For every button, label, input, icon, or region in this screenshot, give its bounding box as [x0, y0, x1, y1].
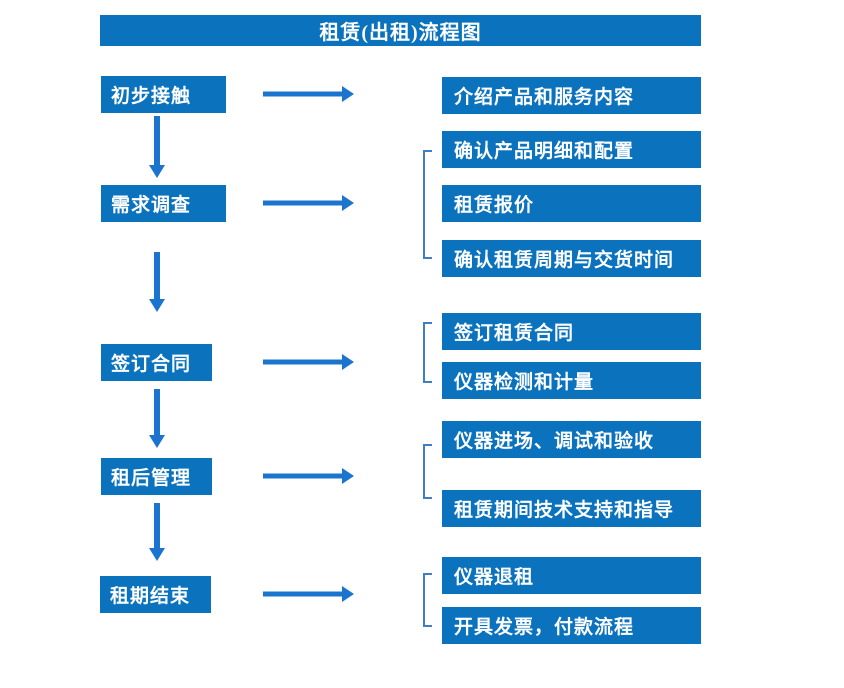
output-box-tech-support-guidance: 租赁期间技术支持和指导	[442, 490, 701, 527]
step-box-post-rental-mgmt: 租后管理	[101, 458, 212, 495]
right-arrow-stem	[263, 591, 342, 597]
right-arrow-stem	[263, 359, 342, 365]
down-arrow-1	[149, 116, 165, 178]
right-arrow-head-icon	[342, 86, 354, 102]
down-arrow-stem	[154, 252, 160, 299]
output-box-rental-quotation: 租赁报价	[442, 185, 701, 222]
down-arrow-head-icon	[149, 548, 165, 561]
group-bracket-sign-contract	[423, 322, 432, 383]
output-box-intro-products-services: 介绍产品和服务内容	[442, 77, 701, 114]
page-title: 租赁(出租)流程图	[100, 15, 701, 46]
right-arrow-stem	[263, 91, 342, 97]
down-arrow-stem	[154, 389, 160, 435]
right-arrow-head-icon	[342, 354, 354, 370]
right-arrow-head-icon	[342, 468, 354, 484]
right-arrow-head-icon	[342, 586, 354, 602]
down-arrow-3	[149, 389, 165, 448]
down-arrow-head-icon	[149, 299, 165, 312]
right-arrow-1	[263, 86, 354, 102]
output-box-sign-rental-contract: 签订租赁合同	[442, 313, 701, 350]
right-arrow-5	[263, 586, 354, 602]
output-box-confirm-period-delivery: 确认租赁周期与交货时间	[442, 240, 701, 277]
step-box-demand-survey: 需求调查	[101, 185, 226, 222]
right-arrow-stem	[263, 200, 342, 206]
output-box-instrument-return: 仪器退租	[442, 557, 701, 594]
step-box-rental-end: 租期结束	[100, 576, 211, 613]
down-arrow-stem	[154, 116, 160, 165]
right-arrow-4	[263, 468, 354, 484]
right-arrow-head-icon	[342, 195, 354, 211]
down-arrow-head-icon	[149, 165, 165, 178]
down-arrow-stem	[154, 503, 160, 548]
group-bracket-demand-survey	[423, 150, 432, 259]
down-arrow-2	[149, 252, 165, 312]
right-arrow-3	[263, 354, 354, 370]
output-box-instrument-test-measure: 仪器检测和计量	[442, 362, 701, 399]
right-arrow-2	[263, 195, 354, 211]
step-box-sign-contract: 签订合同	[101, 344, 212, 381]
output-box-instrument-entry-accept: 仪器进场、调试和验收	[442, 421, 701, 458]
output-box-confirm-product-details: 确认产品明细和配置	[442, 131, 701, 168]
right-arrow-stem	[263, 473, 342, 479]
output-box-invoice-payment-process: 开具发票，付款流程	[442, 607, 701, 644]
group-bracket-post-rental-mgmt	[423, 444, 432, 499]
down-arrow-head-icon	[149, 435, 165, 448]
step-box-initial-contact: 初步接触	[101, 76, 226, 113]
group-bracket-rental-end	[423, 573, 432, 627]
down-arrow-4	[149, 503, 165, 561]
